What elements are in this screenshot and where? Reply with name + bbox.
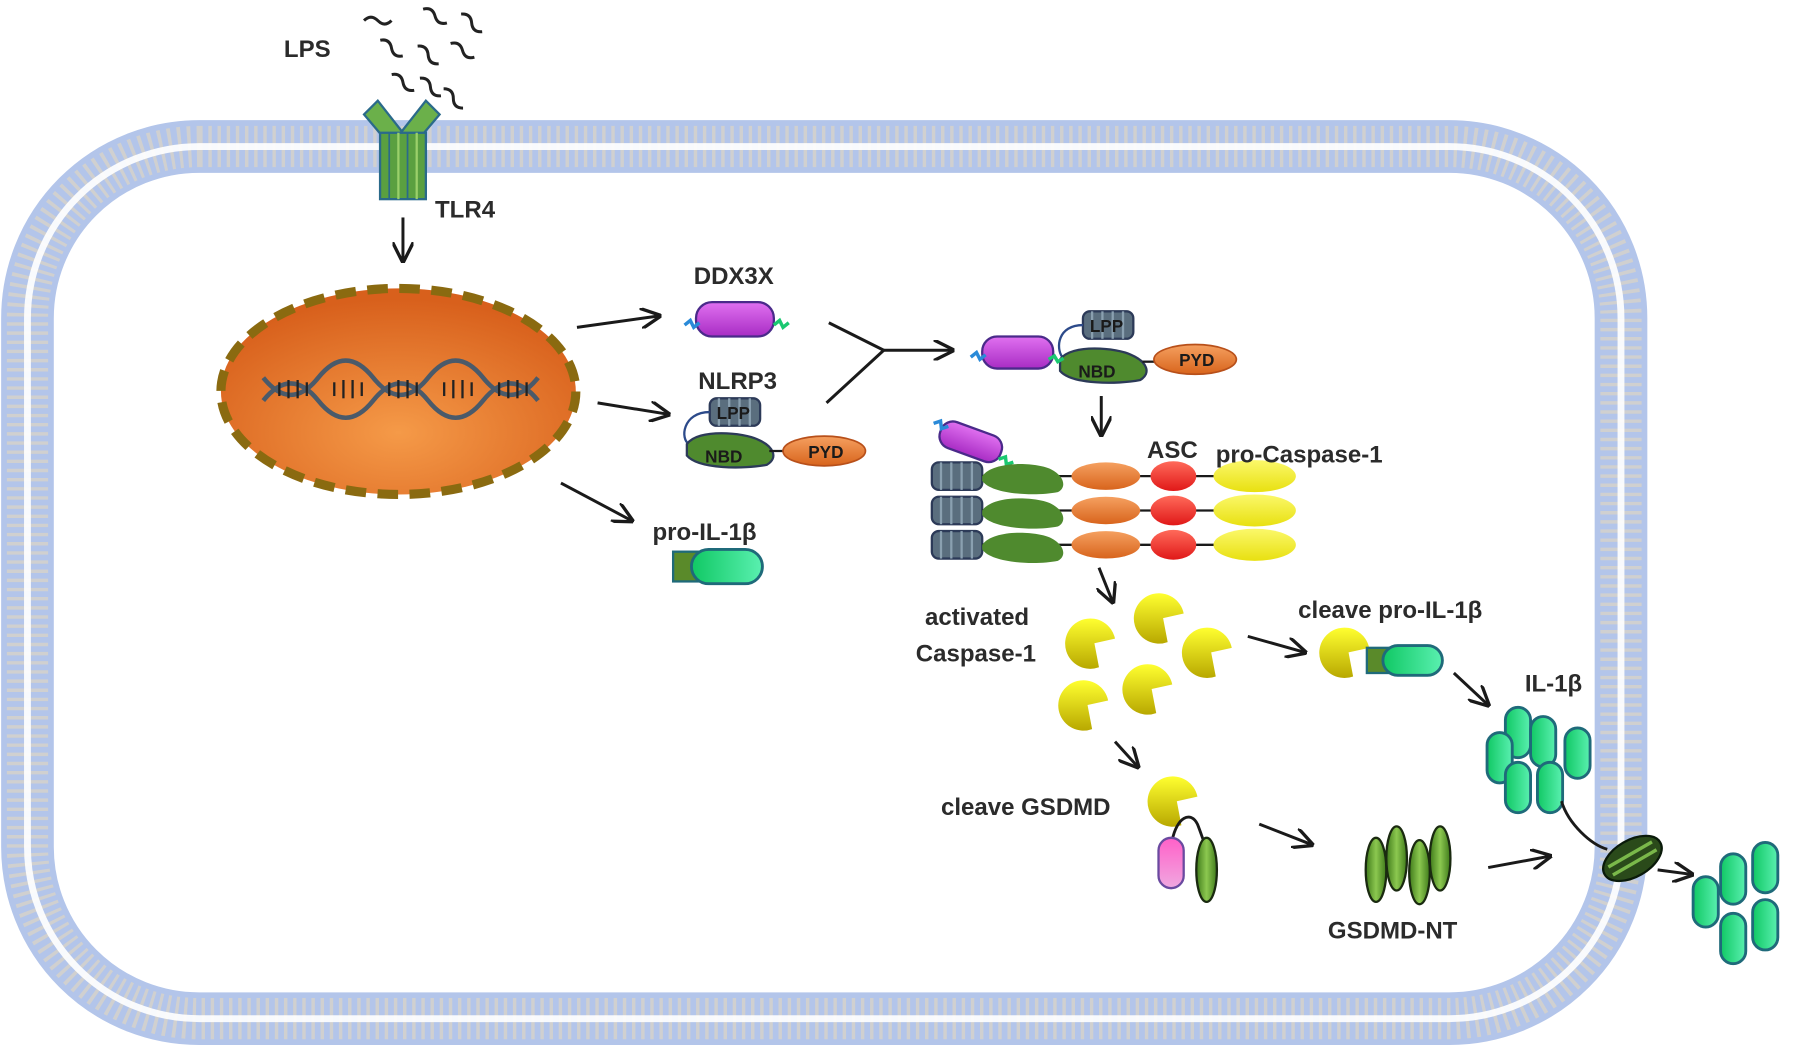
pro-caspase1-label: pro-Caspase-1 — [1216, 441, 1383, 468]
arrow-to-ddx3x — [576, 316, 659, 329]
arrow-to-membrane-pore — [1487, 856, 1550, 867]
lrr-label: LPP — [717, 403, 750, 423]
arrow-to-activated-caspase — [1099, 567, 1113, 602]
ddx3x-protein — [683, 301, 790, 338]
nbd-label: NBD — [705, 446, 742, 466]
cleave-gsdmd-label: cleave GSDMD — [941, 794, 1111, 821]
merge-arrow — [825, 321, 953, 404]
inflammasome-assembly — [930, 418, 1296, 563]
activated-label-line2: Caspase-1 — [916, 641, 1036, 668]
tlr4-receptor — [362, 99, 442, 201]
activated-caspase1-group — [1058, 593, 1232, 731]
released-il1b — [1691, 840, 1780, 966]
tlr4-label: TLR4 — [435, 196, 496, 223]
arrow-to-cleave-pro-il1b — [1247, 634, 1305, 652]
caspase-icon — [1065, 618, 1116, 669]
il1b-release-path — [1560, 800, 1608, 851]
lps-label: LPS — [284, 36, 331, 63]
gsdmd-nt-label: GSDMD-NT — [1328, 918, 1458, 945]
dna-icon — [261, 358, 540, 420]
pyd-label: PYD — [808, 442, 843, 462]
arrow-to-nlrp3 — [597, 403, 669, 414]
gsdmd-pore-icon — [1602, 834, 1663, 883]
ddx3x-label: DDX3X — [694, 263, 774, 290]
complex-lrr-label: LPP — [1090, 316, 1123, 336]
activated-label-line1: activated — [925, 604, 1029, 631]
inflammasome-row — [930, 494, 1296, 529]
cell-membrane — [1, 120, 1648, 1045]
asc-label: ASC — [1147, 437, 1198, 464]
cleave-pro-il1b-complex — [1319, 627, 1444, 678]
caspase-icon — [1181, 627, 1232, 678]
gsdmd-cleavage-complex — [1147, 776, 1219, 904]
pro-il1b-label: pro-IL-1β — [653, 519, 757, 546]
cleave-pro-il1b-label: cleave pro-IL-1β — [1298, 597, 1482, 624]
caspase-icon — [1058, 680, 1109, 731]
complex-pyd-label: PYD — [1179, 350, 1214, 370]
arrow-to-cleave-gsdmd — [1113, 740, 1138, 767]
arrow-to-pro-il1b — [560, 481, 632, 521]
nlrp3-label: NLRP3 — [698, 368, 777, 395]
arrow-to-gsdmd-nt — [1258, 822, 1312, 845]
caspase-icon — [1133, 593, 1184, 644]
lps-molecules — [362, 7, 483, 110]
pro-il1b-protein — [671, 547, 764, 586]
arrow-to-il1b — [1452, 671, 1488, 705]
inflammasome-row — [930, 460, 1296, 495]
gsdmd-nt-pores — [1364, 825, 1452, 906]
il1b-label: IL-1β — [1525, 670, 1582, 697]
caspase-icon — [1122, 664, 1173, 715]
arrow-release — [1657, 870, 1692, 875]
complex-nbd-label: NBD — [1078, 362, 1115, 382]
inflammasome-row — [930, 528, 1296, 563]
il1b-cluster — [1485, 705, 1592, 815]
ddx3x-nlrp3-complex: LPP NBD PYD — [969, 310, 1238, 384]
nlrp3-protein: LPP NBD PYD — [683, 397, 867, 469]
